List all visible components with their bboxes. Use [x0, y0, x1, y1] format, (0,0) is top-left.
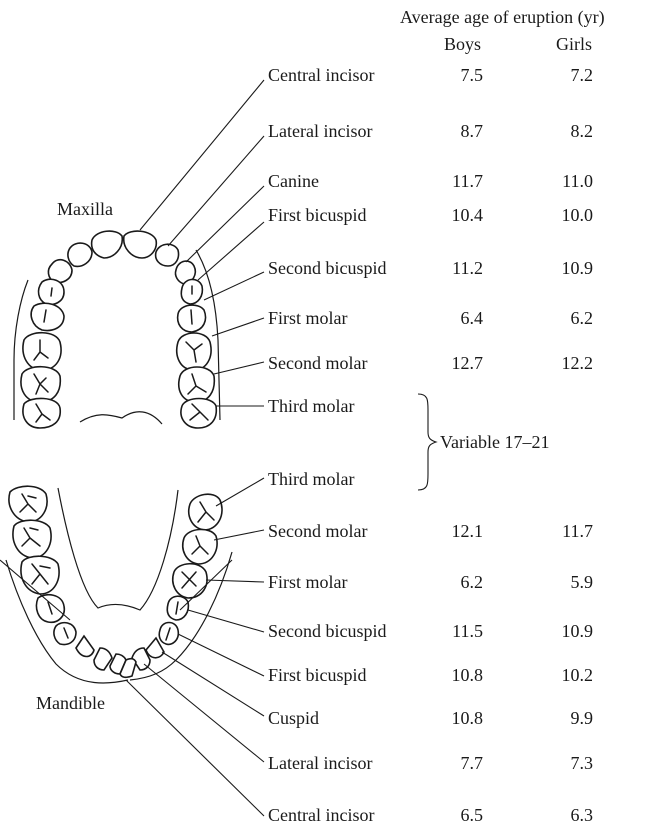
eruption-age-title: Average age of eruption (yr)	[400, 7, 605, 27]
boys-age: 6.5	[420, 805, 483, 825]
girls-age: 9.9	[530, 708, 593, 728]
variable-brace	[418, 394, 436, 490]
tooth-name: Second bicuspid	[268, 621, 387, 641]
tooth-name: Third molar	[268, 396, 354, 416]
maxilla-lateral-incisor-right	[156, 244, 179, 266]
girls-age: 7.3	[530, 753, 593, 773]
boys-age: 8.7	[420, 121, 483, 141]
mandible-leader-lines	[126, 478, 264, 816]
boys-age: 12.1	[420, 521, 483, 541]
groove	[191, 310, 192, 324]
leader-line	[168, 136, 264, 246]
tooth-name: First molar	[268, 308, 348, 328]
girls-age: 12.2	[530, 353, 593, 373]
girls-age: 10.9	[530, 621, 593, 641]
leader-line	[216, 478, 264, 506]
tooth-name: First molar	[268, 572, 348, 592]
tooth-name: First bicuspid	[268, 665, 367, 685]
maxilla-lateral-incisor-left	[68, 243, 92, 266]
maxilla-first-molar-left	[23, 333, 61, 370]
leader-line	[126, 680, 264, 816]
girls-age: 11.7	[530, 521, 593, 541]
boys-age: 10.4	[420, 205, 483, 225]
tooth-name: Lateral incisor	[268, 121, 372, 141]
girls-age: 10.0	[530, 205, 593, 225]
tooth-name: Third molar	[268, 469, 354, 489]
maxilla-central-incisor-left	[92, 231, 123, 258]
leader-line	[212, 318, 264, 336]
variable-label: Variable 17–21	[440, 432, 549, 452]
palate-line	[80, 412, 162, 424]
mandible-first-bicuspid-left	[54, 623, 76, 645]
maxilla-central-incisor-right	[124, 231, 157, 258]
boys-column-header: Boys	[444, 34, 481, 54]
leader-line	[162, 652, 264, 716]
girls-age: 6.2	[530, 308, 593, 328]
boys-age: 12.7	[420, 353, 483, 373]
mandible-cuspid-left	[76, 636, 94, 657]
girls-age: 10.9	[530, 258, 593, 278]
tooth-name: First bicuspid	[268, 205, 367, 225]
tongue-curve	[58, 488, 178, 610]
boys-age: 6.2	[420, 572, 483, 592]
mandible-label: Mandible	[36, 693, 105, 713]
leader-line	[204, 272, 264, 300]
tooth-name: Second molar	[268, 521, 367, 541]
girls-age: 8.2	[530, 121, 593, 141]
tooth-name: Canine	[268, 171, 319, 191]
boys-age: 11.2	[420, 258, 483, 278]
tooth-name: Second molar	[268, 353, 367, 373]
maxilla-arch	[14, 231, 220, 428]
boys-age: 10.8	[420, 708, 483, 728]
leader-line	[206, 580, 264, 582]
boys-age: 10.8	[420, 665, 483, 685]
leader-line	[214, 530, 264, 540]
tooth-name: Second bicuspid	[268, 258, 387, 278]
maxilla-second-molar-right	[179, 367, 215, 402]
girls-age: 5.9	[530, 572, 593, 592]
girls-age: 6.3	[530, 805, 593, 825]
leader-line	[186, 186, 264, 262]
maxilla-label: Maxilla	[57, 199, 113, 219]
girls-age: 11.0	[530, 171, 593, 191]
leader-line	[214, 362, 264, 374]
tooth-name: Central incisor	[268, 805, 374, 825]
mandible-second-bicuspid-right	[167, 596, 188, 620]
girls-age: 7.2	[530, 65, 593, 85]
tooth-name: Central incisor	[268, 65, 374, 85]
groove	[51, 288, 52, 296]
tooth-name: Lateral incisor	[268, 753, 372, 773]
mandible-arch	[6, 486, 232, 683]
maxilla-second-bicuspid-left	[31, 303, 64, 330]
leader-line	[198, 222, 264, 280]
boys-age: 11.7	[420, 171, 483, 191]
girls-age: 10.2	[530, 665, 593, 685]
tooth-name: Cuspid	[268, 708, 319, 728]
boys-age: 7.7	[420, 753, 483, 773]
boys-age: 6.4	[420, 308, 483, 328]
boys-age: 7.5	[420, 65, 483, 85]
boys-age: 11.5	[420, 621, 483, 641]
girls-column-header: Girls	[556, 34, 592, 54]
